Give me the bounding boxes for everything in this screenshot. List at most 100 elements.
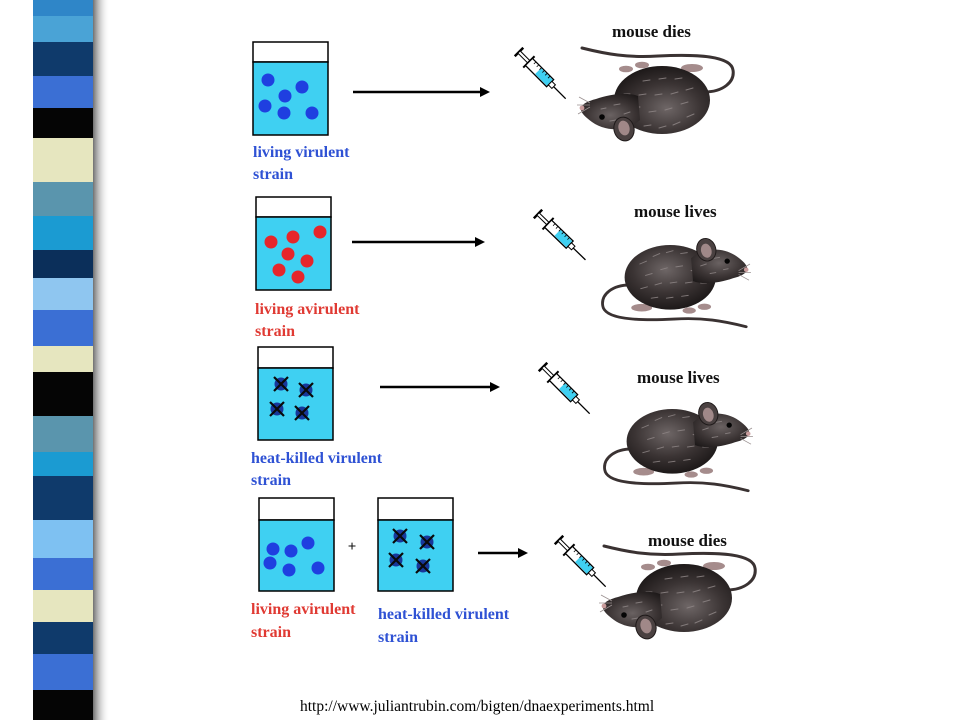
virulent-cell: [305, 106, 319, 120]
strain-label-line2: strain: [251, 472, 291, 489]
virulent-cell: [258, 99, 272, 113]
killed-cell-cross-mark: [269, 401, 285, 417]
bacteria-cells: [263, 536, 325, 577]
syringe-icon: [512, 45, 573, 106]
stripe-shadow: [92, 0, 110, 720]
avirulent-cell: [300, 254, 314, 268]
arrow-head: [518, 548, 528, 558]
heat-killed-cell: [392, 528, 408, 544]
virulent-cell: [311, 561, 325, 575]
syringe-icon: [552, 533, 613, 594]
beaker-heat-killed-virulent-mix: [377, 497, 454, 592]
beaker-lid: [252, 41, 329, 63]
syringe-icon: [536, 360, 597, 421]
arrow-right: [352, 237, 485, 247]
avirulent-cell: [281, 247, 295, 261]
stripe-block: [33, 520, 93, 558]
virulent-cell: [266, 542, 280, 556]
stripe-block: [33, 452, 93, 476]
experiment-row-living-avirulent: living avirulent strain mouse lives: [255, 196, 753, 340]
stripe-block: [33, 216, 93, 250]
bacteria-cells: [258, 73, 319, 120]
virulent-cell: [263, 556, 277, 570]
beaker-broth: [257, 367, 334, 441]
strain-label-line1: living avirulent: [255, 301, 360, 318]
virulent-cell: [301, 536, 315, 550]
stripe-block: [33, 416, 93, 452]
arrow-right: [353, 87, 490, 97]
plus-sign: +: [348, 539, 357, 555]
stripe-block: [33, 138, 93, 182]
strain-label-line2: strain: [253, 166, 293, 183]
killed-cell-cross-mark: [298, 382, 314, 398]
bacteria-cells: [269, 376, 314, 421]
bacteria-cells: [388, 528, 435, 574]
virulent-cell: [277, 106, 291, 120]
killed-cell-cross-mark: [388, 552, 404, 568]
avirulent-cell: [272, 263, 286, 277]
source-url: http://www.juliantrubin.com/bigten/dnaex…: [300, 698, 654, 715]
beaker-living-virulent: [252, 41, 329, 136]
stripe-block: [33, 622, 93, 654]
dead-mouse-image: [597, 544, 757, 643]
experiment-row-living-virulent: living virulent strain mouse dies: [252, 22, 735, 183]
outcome-label: mouse lives: [637, 368, 720, 387]
stripe-block: [33, 654, 93, 690]
outcome-label: mouse dies: [612, 22, 691, 41]
mix-a-label-line1: living avirulent: [251, 601, 356, 618]
avirulent-cell: [291, 270, 305, 284]
strain-label-line1: heat-killed virulent: [251, 450, 383, 467]
killed-cell-cross-mark: [419, 534, 435, 550]
bacteria-cells: [264, 225, 327, 284]
stripe-block: [33, 310, 93, 346]
killed-cell-cross-mark: [294, 405, 310, 421]
stripe-block: [33, 590, 93, 622]
heat-killed-cell: [419, 534, 435, 550]
experiment-row-mixture: + living avirulent strain heat-killed vi…: [251, 497, 757, 646]
stripe-block: [33, 250, 93, 278]
arrow-head: [480, 87, 490, 97]
avirulent-cell: [313, 225, 327, 239]
heat-killed-cell: [298, 382, 314, 398]
stripe-block: [33, 346, 93, 372]
syringe-icon: [531, 206, 593, 267]
beaker-broth: [258, 519, 335, 592]
virulent-cell: [278, 89, 292, 103]
stripe-block: [33, 182, 93, 216]
beaker-living-avirulent: [255, 196, 332, 291]
stripe-block: [33, 372, 93, 416]
living-mouse-image: [601, 234, 753, 329]
stripe-block: [33, 558, 93, 590]
avirulent-cell: [264, 235, 278, 249]
strain-label-line2: strain: [255, 323, 295, 340]
stripe-block: [33, 0, 93, 16]
stripe-block: [33, 690, 93, 720]
stripe-block: [33, 16, 93, 42]
outcome-label: mouse lives: [634, 202, 717, 221]
virulent-cell: [282, 563, 296, 577]
beaker-lid: [257, 346, 334, 369]
beaker-lid: [377, 497, 454, 521]
heat-killed-cell: [415, 558, 431, 574]
strain-label-line1: living virulent: [253, 144, 350, 161]
beaker-lid: [258, 497, 335, 521]
avirulent-cell: [286, 230, 300, 244]
arrow-head: [490, 382, 500, 392]
killed-cell-cross-mark: [415, 558, 431, 574]
killed-cell-cross-mark: [392, 528, 408, 544]
stripe-blocks: [33, 0, 93, 720]
stripe-block: [33, 278, 93, 310]
stripe-block: [33, 476, 93, 520]
heat-killed-cell: [269, 401, 285, 417]
stripe-block: [33, 42, 93, 76]
stripe-block: [33, 76, 93, 108]
beaker-living-avirulent-mix: [258, 497, 335, 592]
virulent-cell: [295, 80, 309, 94]
stripe-block: [33, 108, 93, 138]
dead-mouse-image: [575, 46, 735, 145]
arrow-right: [478, 548, 528, 558]
killed-cell-cross-mark: [273, 376, 289, 392]
virulent-cell: [284, 544, 298, 558]
